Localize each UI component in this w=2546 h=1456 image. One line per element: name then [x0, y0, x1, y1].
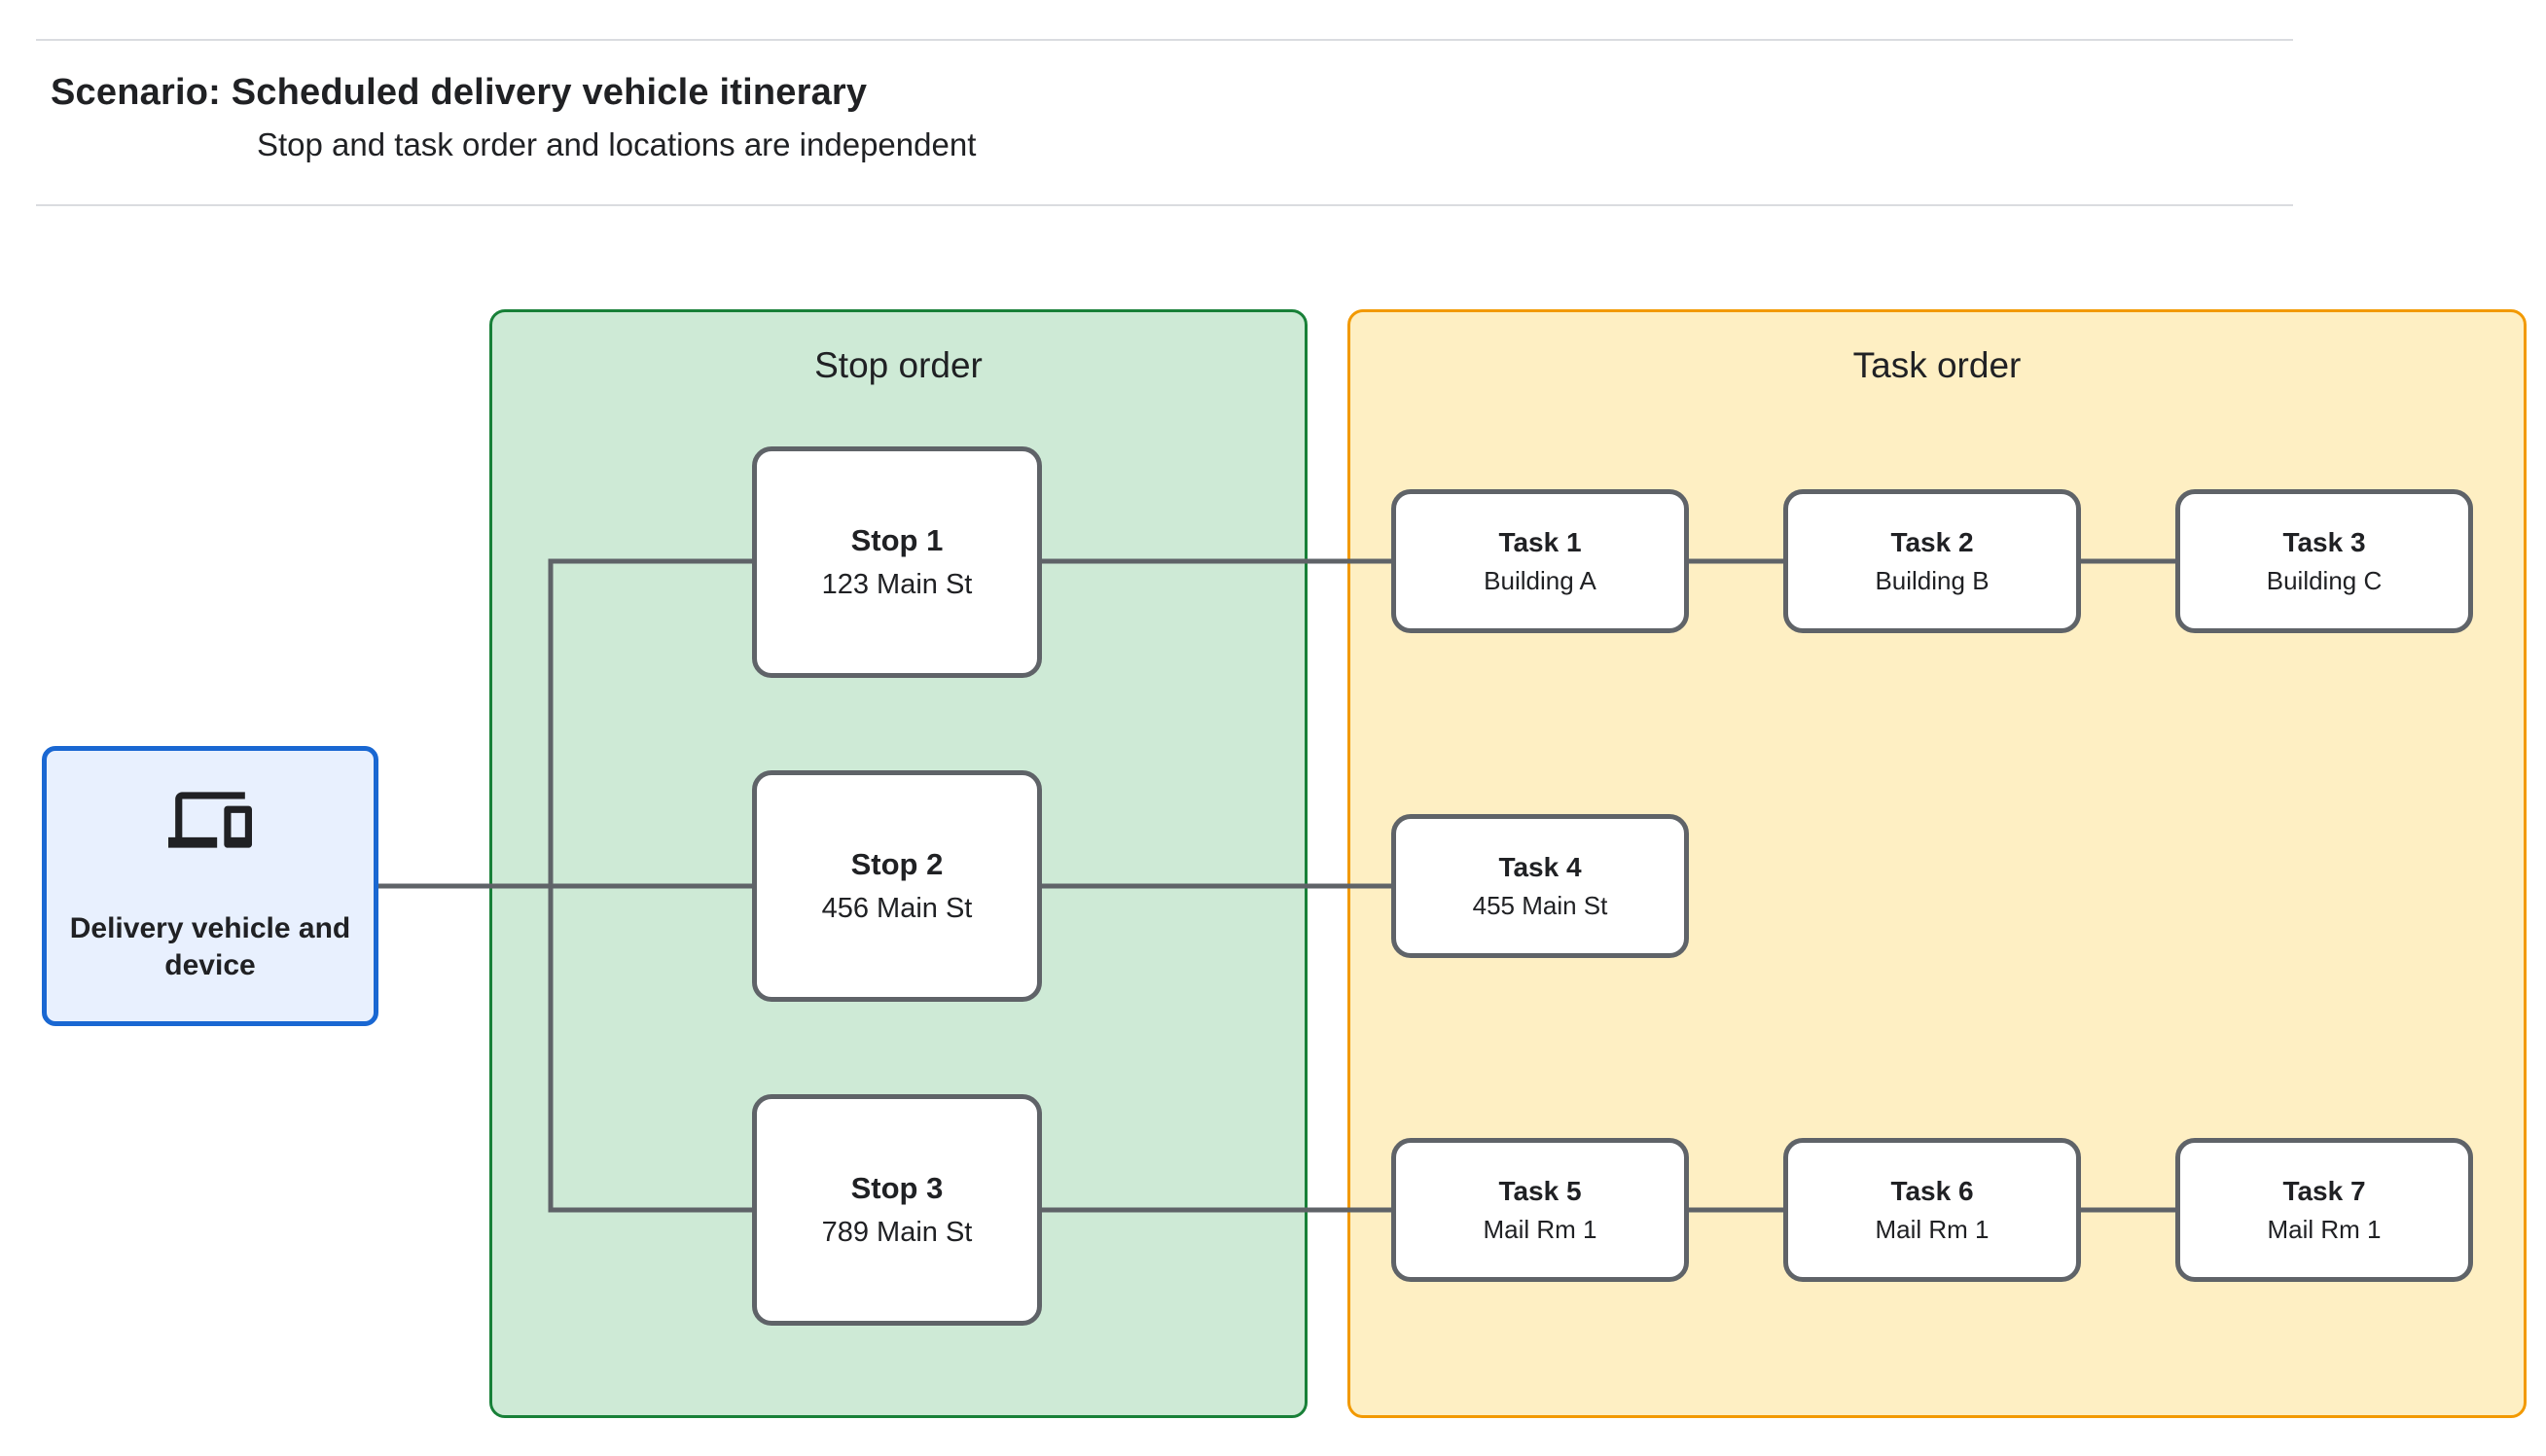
stop-3-name: Stop 3 [850, 1170, 944, 1205]
task-node-5: Task 5 Mail Rm 1 [1391, 1138, 1689, 1282]
task-node-6: Task 6 Mail Rm 1 [1783, 1138, 2081, 1282]
task-7-location: Mail Rm 1 [2267, 1214, 2382, 1244]
task-node-3: Task 3 Building C [2175, 489, 2473, 633]
task-4-location: 455 Main St [1472, 890, 1608, 920]
page-title: Scenario: Scheduled delivery vehicle iti… [51, 72, 868, 113]
stop-1-name: Stop 1 [850, 522, 944, 557]
page-subtitle: Stop and task order and locations are in… [257, 126, 977, 162]
task-2-name: Task 2 [1890, 527, 1974, 558]
task-1-location: Building A [1484, 565, 1596, 595]
delivery-vehicle-node: Delivery vehicle and device [42, 746, 378, 1026]
delivery-vehicle-label: Delivery vehicle and device [69, 912, 351, 981]
devices-icon [168, 792, 252, 848]
task-4-name: Task 4 [1498, 852, 1582, 883]
header-divider-top [36, 39, 2293, 41]
task-node-4: Task 4 455 Main St [1391, 814, 1689, 958]
stop-3-location: 789 Main St [821, 1217, 973, 1249]
task-1-name: Task 1 [1498, 527, 1582, 558]
stop-node-2: Stop 2 456 Main St [752, 770, 1042, 1002]
task-node-1: Task 1 Building A [1391, 489, 1689, 633]
task-node-7: Task 7 Mail Rm 1 [2175, 1138, 2473, 1282]
task-5-name: Task 5 [1498, 1176, 1582, 1207]
task-node-2: Task 2 Building B [1783, 489, 2081, 633]
task-order-panel-title: Task order [1852, 345, 2022, 385]
task-6-location: Mail Rm 1 [1875, 1214, 1990, 1244]
stop-order-panel-title: Stop order [814, 345, 983, 385]
stop-1-location: 123 Main St [821, 569, 973, 601]
task-3-location: Building C [2266, 565, 2383, 595]
stop-2-name: Stop 2 [850, 846, 944, 881]
task-7-name: Task 7 [2282, 1176, 2366, 1207]
task-2-location: Building B [1875, 565, 1990, 595]
stop-2-location: 456 Main St [821, 893, 973, 925]
stop-node-3: Stop 3 789 Main St [752, 1094, 1042, 1326]
header-divider-bottom [36, 204, 2293, 206]
task-5-location: Mail Rm 1 [1483, 1214, 1597, 1244]
task-3-name: Task 3 [2282, 527, 2366, 558]
stop-node-1: Stop 1 123 Main St [752, 446, 1042, 678]
task-6-name: Task 6 [1890, 1176, 1974, 1207]
